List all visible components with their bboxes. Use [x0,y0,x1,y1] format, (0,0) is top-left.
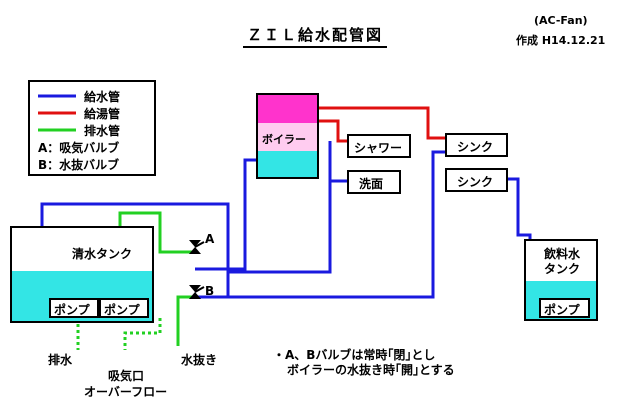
drinking-tank-label-1: 飲料水 [544,247,581,261]
hot-pipes [317,106,446,143]
note-line-2: ボイラーの水抜き時｢開｣とする [287,363,455,377]
valve-a-label: A [205,232,215,246]
washbasin-label: 洗面 [359,177,384,191]
drain-pipe-air [123,318,162,350]
supply-pipe-shower [228,141,332,274]
legend-hot: 給湯管 [84,107,121,121]
sink-2-box: シンク [445,168,508,192]
valve-a-symbol [189,240,205,254]
drinking-water-tank: 飲料水 タンク ポンプ [524,239,598,321]
drain-pipe-b [176,295,195,346]
supply-pipe-b-line [195,150,446,299]
page-title: ＺＩＬ給水配管図 [243,24,388,48]
boiler: ボイラー [256,93,319,179]
valve-b-label: B [205,284,215,298]
pump-1: ポンプ [49,298,99,318]
note-line-1: ・A、Bバルブは常時｢閉｣とし [273,348,436,362]
fresh-water-tank: 清水タンク ポンプ ポンプ [10,226,154,323]
pump-2: ポンプ [99,298,149,318]
pump-3: ポンプ [539,298,590,318]
air-inlet-label: 吸気口 [108,369,145,383]
fresh-water-tank-label: 清水タンク [72,247,133,261]
author-label: (AC-Fan) [534,14,588,27]
legend-swatches [38,94,76,132]
supply-pipes [40,141,536,310]
legend-box: 給水管 給湯管 排水管 A：吸気バルブ B：水抜バルブ [28,80,156,176]
overflow-label: オーバーフロー [84,385,168,399]
washbasin-box: 洗面 [347,170,401,194]
hot-pipe-sink [317,106,446,140]
shower-box: シャワー [347,134,411,158]
water-drain-label: 水抜き [181,353,218,367]
drain-pipes [76,211,195,350]
boiler-label: ボイラー [262,133,306,146]
drinking-tank-label-2: タンク [544,262,581,276]
created-date: 作成 H14.12.21 [516,34,606,47]
shower-label: シャワー [354,141,403,155]
sink-1-label: シンク [457,140,494,154]
supply-pipe-to-boiler [195,158,258,271]
sink-1-box: シンク [445,133,508,157]
legend-supply: 給水管 [84,90,121,104]
legend-valve-a: A：吸気バルブ [38,141,120,155]
drain-outlet-label: 排水 [48,353,73,367]
hot-pipe-shower [317,119,348,143]
valve-b-symbol [189,285,205,299]
legend-valve-b: B：水抜バルブ [38,158,120,172]
legend-drain: 排水管 [84,124,121,138]
sink-2-label: シンク [457,175,494,189]
drain-pipe-overflow [118,211,195,254]
